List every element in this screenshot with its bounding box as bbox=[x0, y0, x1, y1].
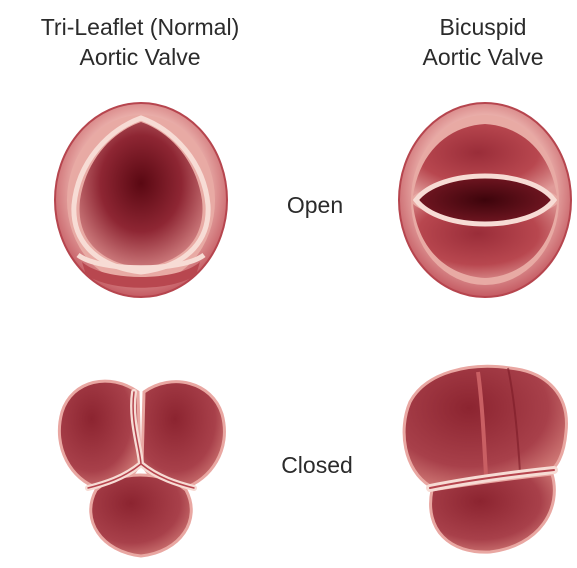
open-row-label: Open bbox=[265, 190, 365, 220]
tricuspid-column-heading: Tri-Leaflet (Normal) Aortic Valve bbox=[20, 12, 260, 72]
bicuspid-open-valve bbox=[399, 103, 571, 297]
tricuspid-heading-line-1: Tri-Leaflet (Normal) bbox=[20, 12, 260, 42]
tricuspid-open-valve bbox=[55, 103, 227, 297]
closed-row-label: Closed bbox=[262, 450, 372, 480]
bicuspid-column-heading: Bicuspid Aortic Valve bbox=[398, 12, 568, 72]
tricuspid-closed-valve bbox=[59, 381, 224, 556]
tricuspid-closed-cusp-bottom bbox=[91, 475, 192, 556]
tricuspid-heading-line-2: Aortic Valve bbox=[20, 42, 260, 72]
bicuspid-open-orifice bbox=[416, 176, 554, 224]
bicuspid-heading-line-1: Bicuspid bbox=[398, 12, 568, 42]
bicuspid-heading-line-2: Aortic Valve bbox=[398, 42, 568, 72]
bicuspid-closed-valve bbox=[404, 366, 566, 552]
